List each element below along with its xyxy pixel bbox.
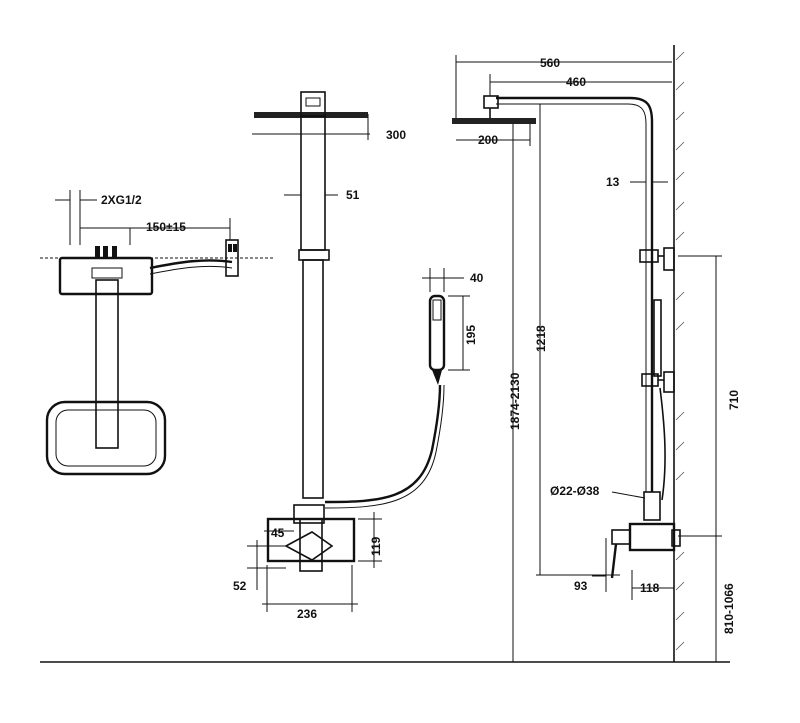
label-head-diameter: 300 [386, 128, 406, 142]
label-inlet-spacing: 150±15 [146, 220, 186, 234]
label-mixer-height: 119 [369, 536, 383, 556]
label-pipe-diameter: 51 [346, 188, 360, 202]
label-riser-height: 1218 [534, 325, 548, 352]
side-view [452, 55, 722, 662]
label-hand-width: 40 [470, 271, 484, 285]
top-view [40, 190, 275, 476]
label-wall-gap: 13 [606, 175, 620, 189]
label-mixer-width: 236 [297, 607, 317, 621]
label-valve-depth: 118 [640, 581, 660, 595]
label-mixer-offset: 45 [271, 526, 285, 540]
label-head-offset: 200 [478, 133, 498, 147]
label-hand-length: 195 [464, 325, 478, 345]
label-valve-height: 810-1066 [722, 583, 736, 634]
front-view [247, 91, 470, 612]
label-valve-projection: 93 [574, 579, 588, 593]
wall [673, 45, 685, 662]
label-wall-inlets: 2XG1/2 [101, 193, 142, 207]
label-arm-length: 460 [566, 75, 586, 89]
label-mixer-depth: 52 [233, 579, 247, 593]
label-total-height: 1874-2130 [508, 372, 522, 430]
label-adjustable-range: Ø22-Ø38 [550, 484, 600, 498]
label-total-reach: 560 [540, 56, 560, 70]
label-bracket-spacing: 710 [727, 390, 741, 410]
